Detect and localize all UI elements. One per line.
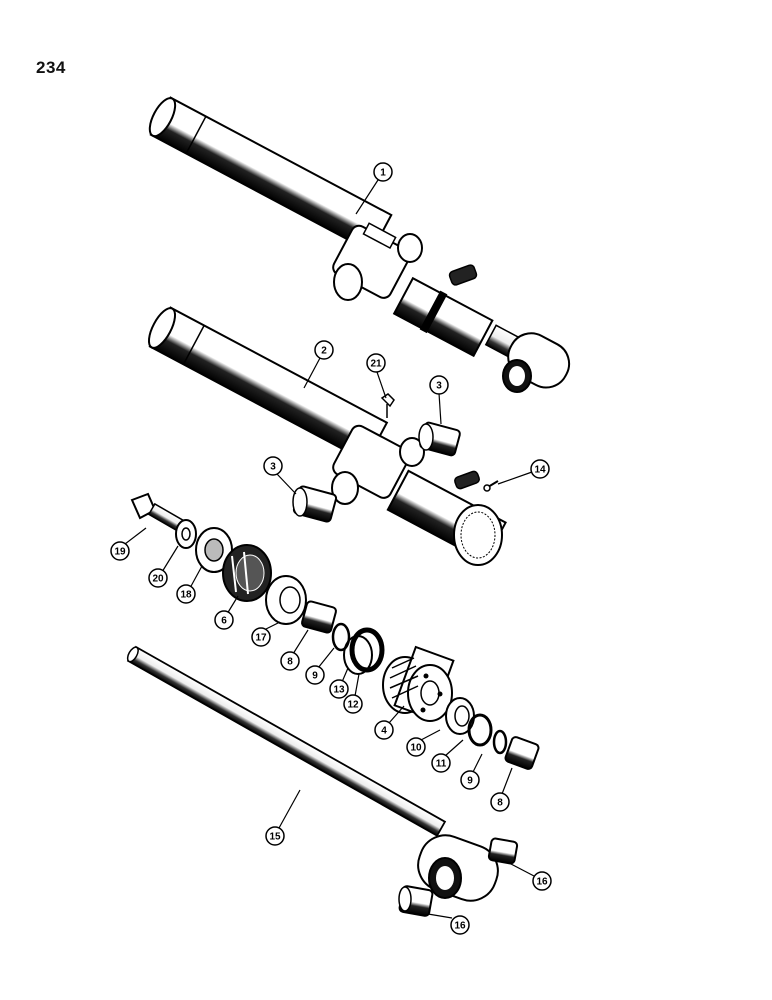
rod-bushing	[487, 837, 519, 865]
callout-label: 11	[436, 759, 447, 770]
callout-label: 2	[321, 346, 327, 357]
callout-9: 9	[460, 770, 480, 790]
wear-ring	[265, 575, 307, 625]
callout-15: 15	[265, 826, 285, 846]
callout-13: 13	[329, 679, 349, 699]
spacer	[195, 527, 233, 573]
o-ring	[492, 729, 508, 755]
callout-21: 21	[366, 353, 386, 373]
backup-washer	[467, 713, 493, 747]
callout-label: 16	[454, 921, 466, 932]
piston	[222, 544, 272, 602]
callout-label: 13	[333, 685, 345, 696]
callout-3: 3	[263, 456, 283, 476]
callout-2: 2	[314, 340, 334, 360]
rod-wiper	[445, 697, 475, 735]
gland	[382, 645, 455, 722]
leader-lines	[124, 179, 535, 919]
callout-label: 18	[180, 590, 192, 601]
callout-18: 18	[176, 584, 196, 604]
callout-label: 20	[152, 574, 164, 585]
callout-label: 19	[114, 547, 126, 558]
callout-label: 8	[287, 657, 293, 668]
callout-label: 8	[497, 798, 503, 809]
callout-3: 3	[429, 375, 449, 395]
o-ring	[331, 622, 351, 652]
callout-17: 17	[251, 627, 271, 647]
callout-16: 16	[450, 915, 470, 935]
cylinder-assembly	[148, 96, 571, 393]
callout-label: 1	[380, 168, 386, 179]
callout-label: 21	[370, 359, 382, 370]
backup-ring	[343, 627, 385, 675]
callout-6: 6	[214, 610, 234, 630]
callout-label: 3	[436, 381, 442, 392]
bolt	[130, 492, 188, 534]
callout-label: 15	[269, 832, 281, 843]
cylinder-barrel	[147, 306, 507, 566]
callout-label: 9	[467, 776, 473, 787]
callout-label: 17	[255, 633, 267, 644]
callout-label: 3	[270, 462, 276, 473]
callout-label: 9	[312, 671, 318, 682]
callout-14: 14	[530, 459, 550, 479]
page-number: 234	[36, 58, 66, 77]
callout-label: 14	[534, 465, 546, 476]
piston-rod	[126, 645, 499, 902]
seal	[301, 600, 337, 634]
callout-19: 19	[110, 541, 130, 561]
callout-8: 8	[280, 651, 300, 671]
rod-seal	[504, 736, 540, 770]
bushing	[418, 421, 461, 457]
bushing	[292, 485, 338, 523]
callout-label: 6	[221, 616, 227, 627]
callout-9: 9	[305, 665, 325, 685]
callout-20: 20	[148, 568, 168, 588]
callout-11: 11	[431, 753, 451, 773]
callout-12: 12	[343, 694, 363, 714]
callouts: 1 2 21 3 3 14 19 20 18 6 17 8 9 13 12 4 …	[110, 162, 552, 935]
callout-label: 4	[381, 726, 387, 737]
callout-4: 4	[374, 720, 394, 740]
callout-8: 8	[490, 792, 510, 812]
callout-16: 16	[532, 871, 552, 891]
callout-label: 10	[410, 743, 422, 754]
callout-10: 10	[406, 737, 426, 757]
rod-bushing	[398, 885, 434, 917]
callout-1: 1	[373, 162, 393, 182]
callout-label: 16	[536, 877, 548, 888]
callout-label: 12	[347, 700, 359, 711]
